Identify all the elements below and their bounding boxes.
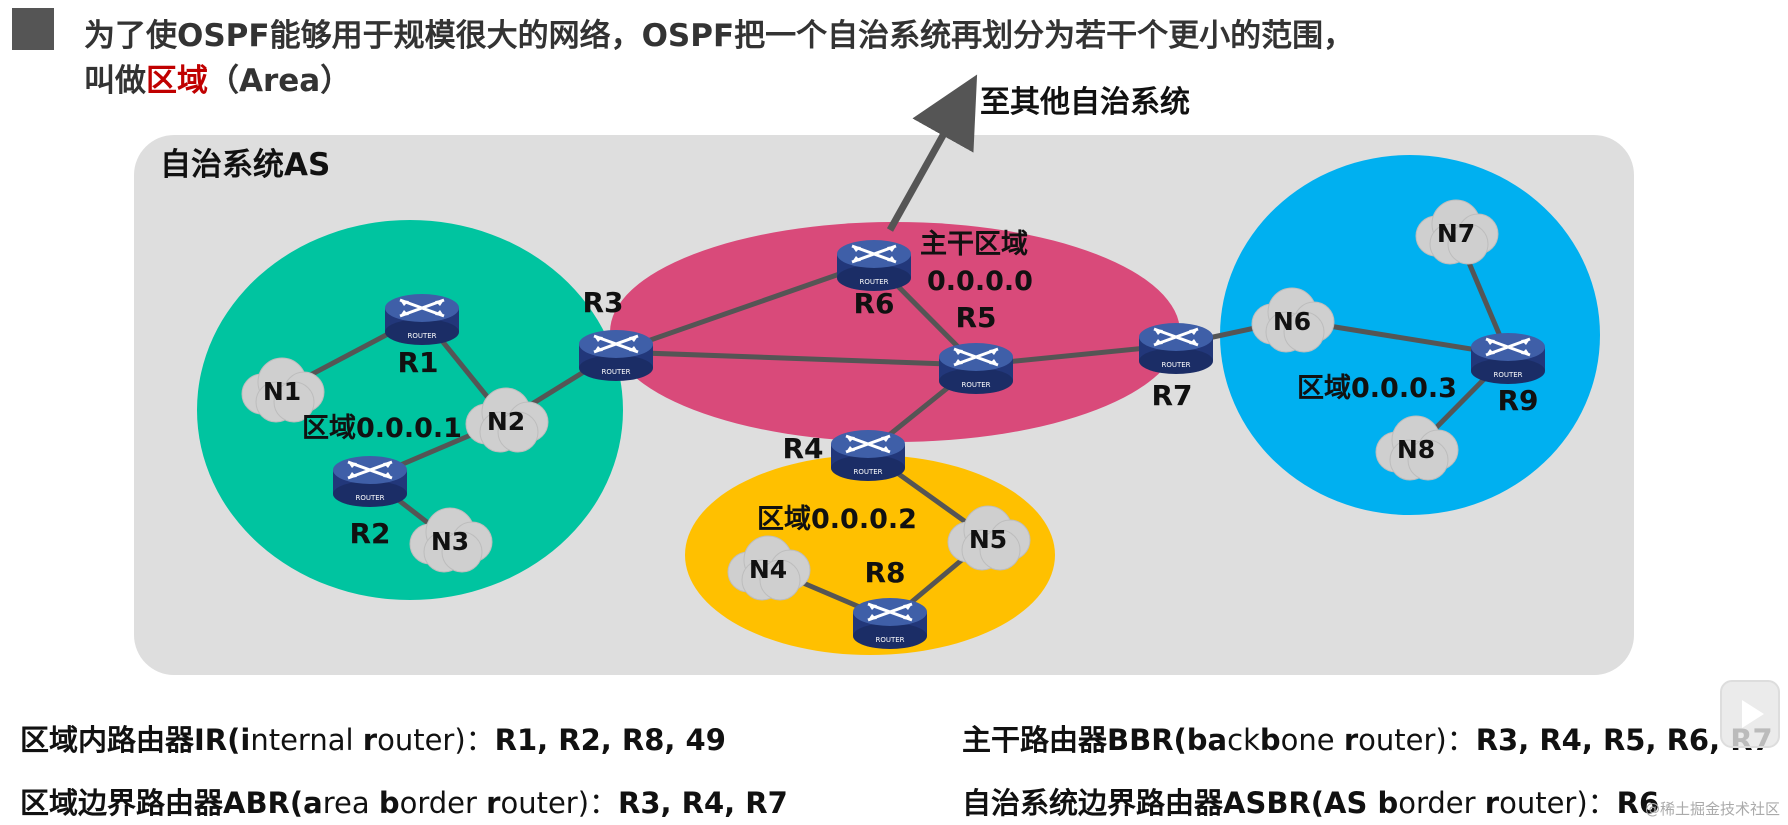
network-n2: N2 [465, 387, 549, 453]
area-0001-label: 区域0.0.0.1 [302, 413, 462, 444]
router-r4: ROUTER R4 [782, 430, 905, 481]
external-arrow [886, 74, 978, 232]
router-label-r8: R8 [864, 556, 905, 589]
router-arrows-icon [845, 434, 891, 454]
footer-asbr: 自治系统边界路由器ASBR(AS border router)：R6 [962, 786, 1660, 820]
router-arrows-icon [953, 347, 999, 367]
router-r8: ROUTER R8 [853, 556, 927, 649]
router-label-r6: R6 [853, 287, 894, 320]
router-label-r9: R9 [1497, 384, 1538, 417]
area-0001 [197, 220, 623, 600]
router-arrows-icon [347, 460, 393, 480]
title-prefix: 叫做 [84, 63, 146, 99]
router-label-r2: R2 [349, 517, 390, 550]
router-badge: ROUTER [1493, 371, 1522, 379]
router-r7: ROUTER R7 [1139, 323, 1213, 412]
network-label-n8: N8 [1397, 435, 1435, 464]
network-label-n2: N2 [487, 407, 525, 436]
router-arrows-icon [399, 298, 445, 318]
area-0002 [685, 455, 1055, 655]
footer-ir: 区域内路由器IR(internal router)：R1, R2, R8, 49 [20, 723, 726, 757]
watermark: @稀土掘金技术社区 [1644, 800, 1780, 818]
network-label-n5: N5 [969, 525, 1007, 554]
area-0003 [1220, 155, 1600, 515]
title-suffix: （Area） [208, 63, 352, 99]
network-n3: N3 [409, 507, 493, 573]
footer-bbr: 主干路由器BBR(backbone router)：R3, R4, R5, R6… [962, 723, 1773, 757]
router-badge: ROUTER [859, 278, 888, 286]
router-arrows-icon [867, 602, 913, 622]
router-arrows-icon [1485, 337, 1531, 357]
router-arrows-icon [1153, 327, 1199, 347]
network-n8: N8 [1375, 415, 1459, 481]
router-r3: ROUTER R3 [579, 286, 653, 381]
footer-abr: 区域边界路由器ABR(area border router)：R3, R4, R… [20, 786, 788, 820]
external-label: 至其他自治系统 [980, 85, 1190, 120]
area-0003-label: 区域0.0.0.3 [1297, 373, 1457, 404]
network-n1: N1 [241, 357, 325, 423]
router-badge: ROUTER [961, 381, 990, 389]
area-backbone [610, 222, 1180, 442]
as-label: 自治系统AS [160, 147, 330, 183]
network-label-n1: N1 [263, 377, 301, 406]
network-label-n3: N3 [431, 527, 469, 556]
router-arrows-icon [593, 334, 639, 354]
router-r9: ROUTER R9 [1471, 333, 1545, 417]
network-n5: N5 [947, 505, 1031, 571]
network-n6: N6 [1251, 287, 1335, 353]
title-highlight-area: 区域 [146, 63, 208, 99]
router-label-r7: R7 [1151, 379, 1192, 412]
network-n4: N4 [727, 535, 811, 601]
router-r2: ROUTER R2 [333, 456, 407, 550]
router-badge: ROUTER [407, 332, 436, 340]
router-label-r3: R3 [582, 286, 623, 319]
play-button[interactable] [1720, 680, 1780, 748]
link-r3-r6 [615, 259, 875, 355]
router-badge: ROUTER [1161, 361, 1190, 369]
network-label-n7: N7 [1437, 219, 1475, 248]
router-r1: ROUTER R1 [385, 294, 459, 379]
router-badge: ROUTER [853, 468, 882, 476]
router-label-r1: R1 [397, 346, 438, 379]
network-label-n4: N4 [749, 555, 787, 584]
network-label-n6: N6 [1273, 307, 1311, 336]
area-backbone-label-1: 主干区域 [920, 229, 1028, 260]
title-line-1: 为了使OSPF能够用于规模很大的网络，OSPF把一个自治系统再划分为若干个更小的… [84, 18, 1355, 54]
router-r5: ROUTER R5 [939, 301, 1013, 394]
area-0002-label: 区域0.0.0.2 [757, 504, 917, 535]
router-label-r4: R4 [782, 432, 823, 465]
network-n7: N7 [1415, 199, 1499, 265]
router-badge: ROUTER [601, 368, 630, 376]
title-line-2: 叫做区域（Area） [84, 55, 351, 100]
link-r3-r5 [615, 349, 977, 368]
routers: ROUTERR1ROUTERR2ROUTERR3ROUTERR4ROUTERR5… [333, 240, 1545, 649]
router-arrows-icon [851, 244, 897, 264]
router-label-r5: R5 [955, 301, 996, 334]
bullet-square [12, 8, 54, 50]
router-badge: ROUTER [875, 636, 904, 644]
area-backbone-label-2: 0.0.0.0 [927, 266, 1033, 297]
router-badge: ROUTER [355, 494, 384, 502]
